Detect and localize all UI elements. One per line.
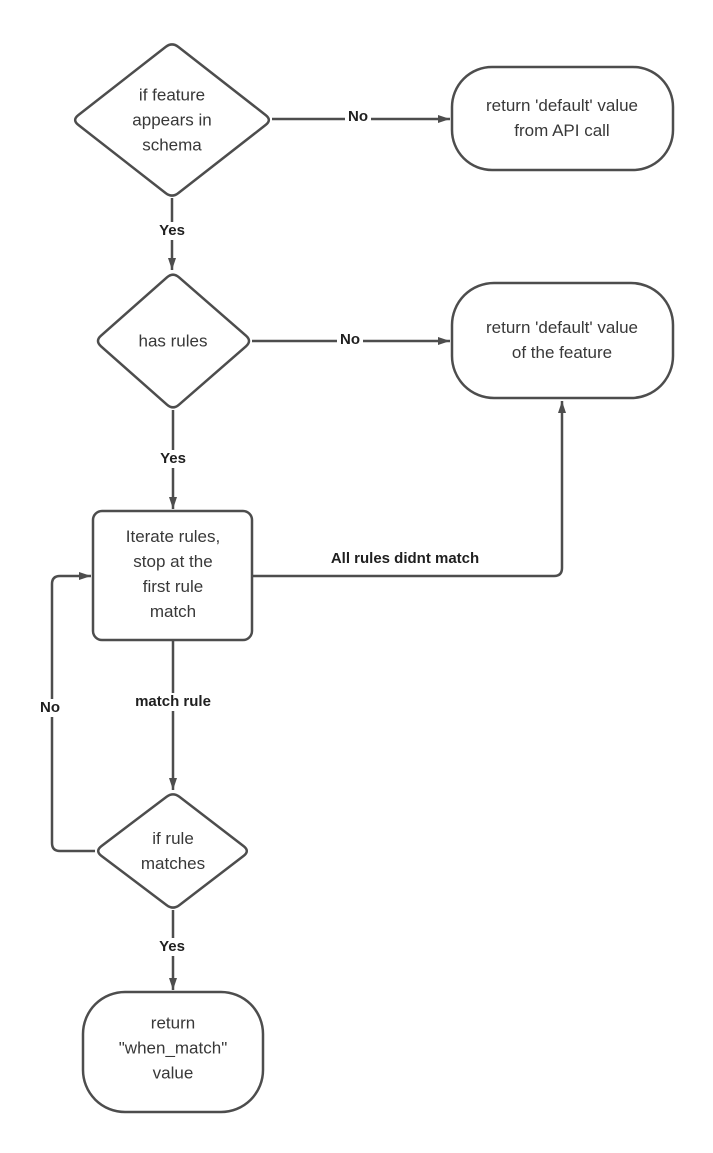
edge-all-rules-didnt-match bbox=[253, 401, 566, 578]
node-label-has-rules: has rules bbox=[138, 331, 208, 351]
edge-label-schema-no: No bbox=[345, 108, 371, 126]
edge-label-schema-yes: Yes bbox=[156, 222, 188, 240]
edge-label-has-rules-no: No bbox=[337, 331, 363, 349]
terminator-return-default-api bbox=[450, 65, 675, 172]
process-iterate-rules bbox=[91, 509, 254, 642]
node-label-if-rule-matches: if rule matches bbox=[140, 829, 206, 873]
terminator-return-default-feature bbox=[450, 281, 675, 400]
edge-label-rule-no: No bbox=[37, 699, 63, 717]
decision-feature-in-schema bbox=[73, 43, 271, 197]
node-label-feature-in-schema: if feature appears in schema bbox=[132, 85, 212, 155]
edge-label-has-rules-yes: Yes bbox=[157, 450, 189, 468]
decision-if-rule-matches bbox=[96, 793, 249, 909]
node-label-return-default-api: return 'default' value from API call bbox=[485, 96, 639, 140]
node-label-return-when-match: return "when_match" value bbox=[118, 1013, 228, 1083]
edge-label-match-rule: match rule bbox=[132, 693, 214, 711]
terminator-return-when-match bbox=[81, 990, 265, 1114]
decision-has-rules bbox=[96, 273, 251, 409]
node-label-iterate-rules: Iterate rules, stop at the first rule ma… bbox=[125, 527, 221, 621]
node-label-return-default-feature: return 'default' value of the feature bbox=[485, 318, 639, 362]
edge-label-rule-yes: Yes bbox=[156, 938, 188, 956]
edge-label-all-rules-didnt-match: All rules didnt match bbox=[327, 550, 483, 568]
